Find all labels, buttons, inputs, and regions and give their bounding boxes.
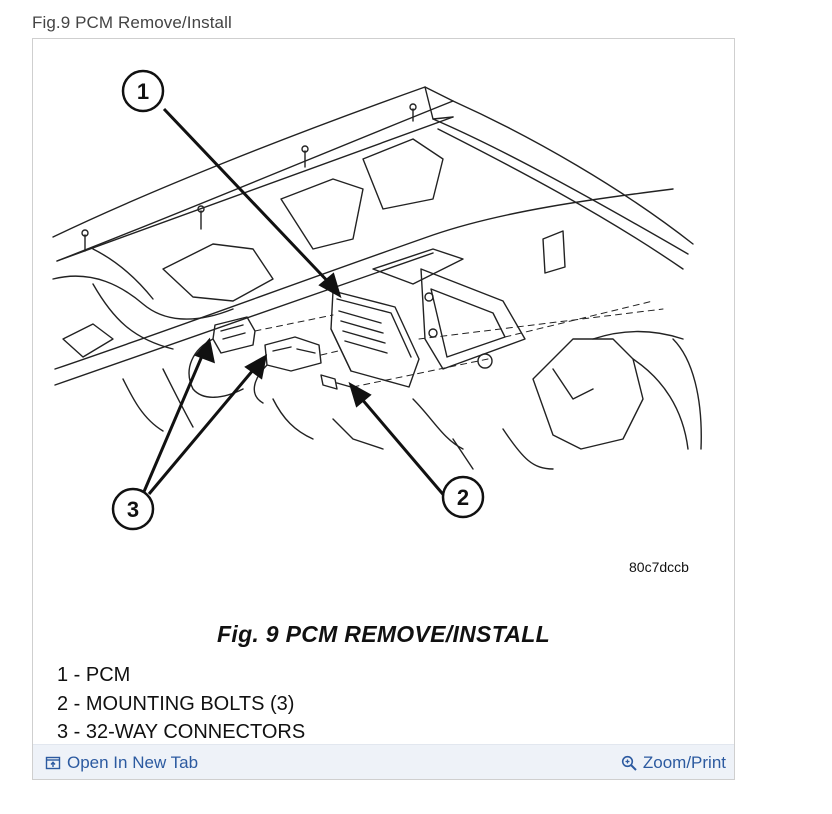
callout-2-circle: [441, 475, 485, 519]
page-title: Fig.9 PCM Remove/Install: [32, 13, 232, 32]
figure-frame: 1 2 3 80c7dccb Fig. 9 PCM REMOVE/INSTALL…: [32, 38, 735, 780]
callout-3-label: 3: [127, 497, 139, 522]
pcm-diagram-illustration: 1 2 3: [52, 69, 702, 531]
open-in-new-tab-label: Open In New Tab: [67, 753, 199, 772]
callout-2-label: 2: [457, 485, 469, 510]
magnifier-icon: [621, 755, 637, 771]
zoom-print-label: Zoom/Print: [642, 753, 726, 772]
legend-item: 3 - 32-WAY CONNECTORS: [57, 721, 306, 743]
legend: 1 - PCM 2 - MOUNTING BOLTS (3) 3 - 32-WA…: [57, 661, 305, 747]
legend-item: 1 - PCM: [57, 664, 131, 686]
image-code: 80c7dccb: [629, 559, 689, 575]
legend-item: 2 - MOUNTING BOLTS (3): [57, 692, 295, 715]
callout-1-label: 1: [137, 79, 149, 104]
figure-caption: Fig. 9 PCM REMOVE/INSTALL: [217, 621, 550, 647]
zoom-print-link[interactable]: Zoom/Print: [621, 753, 726, 773]
open-external-icon: [45, 756, 61, 770]
open-in-new-tab-link[interactable]: Open In New Tab: [45, 753, 198, 773]
callout-1-circle: [121, 69, 165, 113]
figure-toolbar: Open In New Tab Zoom/Print: [33, 744, 734, 779]
callout-3-circle: [111, 487, 155, 531]
